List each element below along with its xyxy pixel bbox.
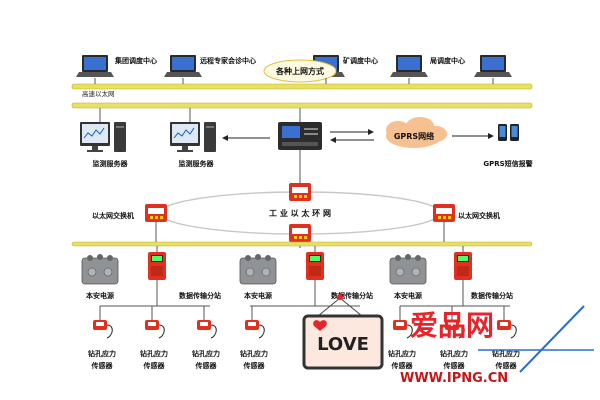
stress-sensor-icon: [496, 319, 517, 339]
power-supply-label-1: 本安电源: [85, 291, 114, 300]
substation-label-1: 数据传输分站: [179, 291, 221, 300]
gprs-cloud-icon: [386, 117, 447, 148]
sensor-label-line2: 传感器: [391, 361, 414, 370]
high-speed-ethernet-label: 高速以太网: [82, 89, 115, 98]
sensor-label-line1: 钻孔应力: [440, 349, 468, 358]
ethernet-switch-right-label: 以太网交换机: [458, 211, 500, 220]
mine-dispatch-label: 矿调度中心: [343, 56, 378, 65]
gprs-sms-alarm-label: GPRS短信报警: [483, 159, 532, 168]
power-supply-icon-3: [389, 253, 427, 285]
sensor-label-line1: 钻孔应力: [492, 349, 520, 358]
laptop-icon-bureau-2: [474, 55, 512, 77]
watermark-brand: 爱品网: [410, 309, 494, 342]
sensor-6: 钻孔应力 传感器: [440, 306, 468, 370]
stress-sensor-icon: [244, 319, 265, 339]
mobile-phone-icon: [498, 124, 519, 141]
gprs-network-label: GPRS网络: [394, 131, 434, 141]
bureau-dispatch-label: 局调度中心: [430, 56, 465, 65]
sensor-label-line2: 传感器: [443, 361, 466, 370]
sensor-label-line2: 传感器: [243, 361, 266, 370]
stress-sensor-icon: [92, 319, 113, 339]
server-bus: [71, 102, 533, 109]
sensor-3: 钻孔应力 传感器: [192, 306, 220, 370]
power-supply-icon-2: [239, 253, 277, 285]
group-dispatch-label: 集团调度中心: [114, 56, 157, 65]
love-sign-watermark: LOVE: [302, 294, 384, 370]
love-text: LOVE: [317, 334, 369, 355]
access-methods-ellipse: [263, 59, 337, 83]
laptop-icon-bureau-1: [390, 55, 428, 77]
sensor-label-line1: 钻孔应力: [192, 349, 220, 358]
sensor-2: 钻孔应力 传感器: [140, 306, 168, 370]
ring-switch-bottom-icon: [289, 224, 311, 242]
laptop-icon-remote: [164, 55, 202, 77]
central-host-icon: [278, 122, 322, 150]
sensor-label-line1: 钻孔应力: [140, 349, 168, 358]
monitor-server-icon-1: [79, 121, 127, 153]
ethernet-bus: [71, 83, 533, 90]
ethernet-switch-left-label: 以太网交换机: [92, 211, 134, 220]
sensor-label-line2: 传感器: [91, 361, 114, 370]
substation-label-2: 数据传输分站: [331, 291, 373, 300]
industrial-ring-label: 工 业 以 太 环 网: [269, 208, 331, 218]
substation-icon-2: [306, 252, 324, 280]
ethernet-switch-left-icon: [145, 204, 167, 222]
monitor-server-label-1: 监测服务器: [93, 159, 129, 168]
substation-label-3: 数据传输分站: [471, 291, 513, 300]
power-supply-label-2: 本安电源: [243, 291, 272, 300]
ring-switch-top-icon: [289, 183, 311, 201]
stress-sensor-icon: [144, 319, 165, 339]
sensor-4: 钻孔应力 传感器: [240, 306, 268, 370]
sensor-1: 钻孔应力 传感器: [88, 306, 116, 370]
sensor-label-line1: 钻孔应力: [240, 349, 268, 358]
field-bus: [71, 241, 533, 247]
sensor-7: 钻孔应力 传感器: [492, 306, 520, 370]
substation-icon-1: [148, 252, 166, 280]
monitor-server-label-2: 监测服务器: [179, 159, 215, 168]
substation-icon-3: [454, 252, 472, 280]
watermark-stroke-1: [519, 305, 585, 373]
sensor-5: 钻孔应力 传感器: [388, 306, 416, 370]
sensor-label-line2: 传感器: [143, 361, 166, 370]
watermark-url: WWW.IPNG.CN: [400, 371, 508, 386]
laptop-icon-group: [76, 55, 114, 77]
monitor-server-icon-2: [169, 121, 217, 153]
sensor-label-line2: 传感器: [195, 361, 218, 370]
power-supply-icon-1: [81, 253, 119, 285]
sensor-label-line2: 传感器: [495, 361, 518, 370]
stress-sensor-icon: [196, 319, 217, 339]
ethernet-switch-right-icon: [433, 204, 455, 222]
sensor-label-line1: 钻孔应力: [88, 349, 116, 358]
power-supply-label-3: 本安电源: [393, 291, 422, 300]
sensor-label-line1: 钻孔应力: [388, 349, 416, 358]
remote-expert-label: 远程专家会诊中心: [200, 56, 256, 65]
access-methods-label: 各种上网方式: [275, 66, 324, 76]
